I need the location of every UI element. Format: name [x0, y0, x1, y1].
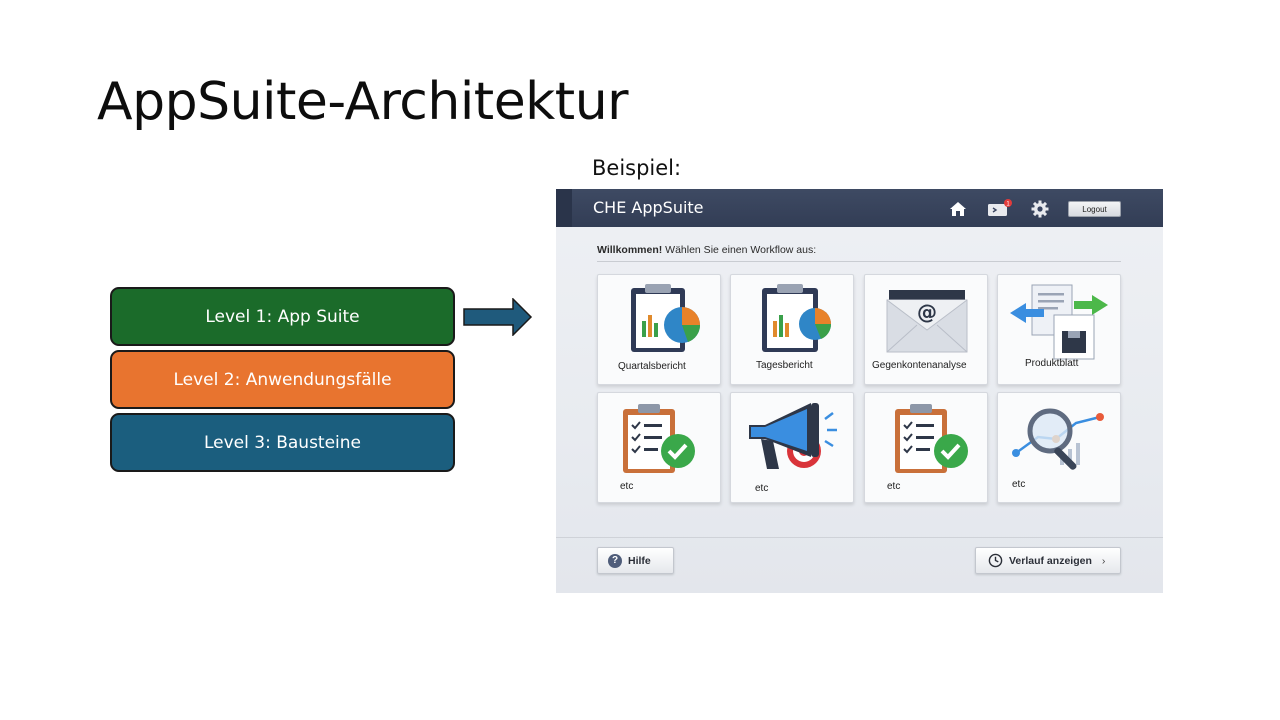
app-title: CHE AppSuite [593, 198, 704, 217]
tile-gegenkontenanalyse[interactable]: @ Gegenkontenanalyse [864, 274, 988, 385]
welcome-text: Willkommen! Wählen Sie einen Workflow au… [597, 244, 817, 256]
tile-etc-analytics[interactable]: etc [997, 392, 1121, 503]
tile-etc-checklist[interactable]: etc [597, 392, 721, 503]
right-arrow-icon [463, 298, 533, 336]
email-envelope-icon: @ [886, 290, 968, 353]
level-2-box: Level 2: Anwendungsfälle [110, 350, 455, 409]
level-3-label: Level 3: Bausteine [203, 432, 362, 453]
tile-label: etc [1012, 479, 1026, 490]
tile-produktblatt[interactable]: Produktblatt [997, 274, 1121, 385]
history-button[interactable]: Verlauf anzeigen › [975, 547, 1121, 574]
analytics-magnifier-icon [1012, 408, 1104, 470]
checklist-icon [895, 404, 968, 473]
app-header: CHE AppSuite 1 Logout [556, 189, 1163, 227]
notification-badge: 1 [1006, 202, 1010, 208]
tile-label: etc [755, 483, 769, 494]
tile-label: etc [887, 481, 901, 492]
gear-icon[interactable] [1030, 199, 1050, 219]
tile-etc-checklist-2[interactable]: etc [864, 392, 988, 503]
checklist-icon [623, 404, 695, 473]
history-label: Verlauf anzeigen [1009, 554, 1092, 567]
help-icon: ? [608, 553, 622, 568]
help-button[interactable]: ? Hilfe [597, 547, 674, 574]
tile-label: Tagesbericht [756, 360, 813, 371]
help-label: Hilfe [628, 554, 651, 567]
app-screenshot: CHE AppSuite 1 Logout W [556, 189, 1163, 593]
level-1-label: Level 1: App Suite [205, 306, 360, 327]
tile-etc-megaphone[interactable]: etc [730, 392, 854, 503]
footer-divider [556, 537, 1163, 538]
chevron-right-icon: › [1101, 554, 1106, 567]
report-chart-icon [631, 284, 700, 352]
document-transfer-icon [1010, 284, 1108, 360]
report-chart-icon [762, 284, 832, 352]
tile-label: Produktblatt [1025, 358, 1079, 369]
example-label: Beispiel: [592, 156, 682, 180]
divider [597, 261, 1121, 262]
slide-title: AppSuite-Architektur [97, 72, 629, 132]
level-1-box: Level 1: App Suite [110, 287, 455, 346]
megaphone-icon [749, 403, 837, 469]
tile-tagesbericht[interactable]: Tagesbericht [730, 274, 854, 385]
clock-icon [988, 553, 1003, 568]
tile-label: Gegenkontenanalyse [872, 360, 967, 371]
tile-quartalsbericht[interactable]: Quartalsbericht [597, 274, 721, 385]
svg-text:@: @ [917, 300, 937, 324]
mail-icon[interactable]: 1 [987, 199, 1013, 219]
home-icon[interactable] [948, 199, 968, 219]
level-2-label: Level 2: Anwendungsfälle [173, 369, 392, 390]
tile-label: etc [620, 481, 634, 492]
level-3-box: Level 3: Bausteine [110, 413, 455, 472]
tile-label: Quartalsbericht [618, 361, 686, 372]
logout-button[interactable]: Logout [1068, 201, 1121, 217]
